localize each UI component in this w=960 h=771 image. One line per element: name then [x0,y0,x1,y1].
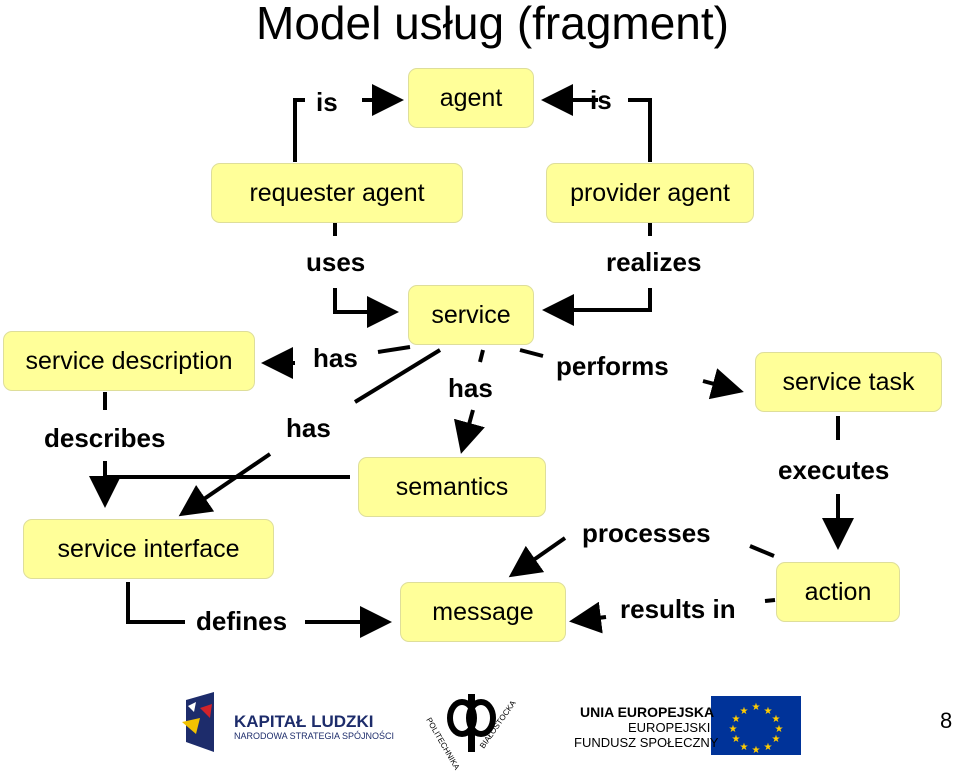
edge-performs-task [702,368,744,400]
rel-is-left: is [316,87,338,117]
rel-executes: executes [778,455,890,485]
edge-results-message [569,601,607,634]
rel-processes: processes [582,518,711,548]
rel-has-description: has [313,343,358,373]
svg-text:★: ★ [752,745,761,756]
edge-provider-is [628,98,652,162]
ue-line-2: EUROPEJSKI [628,720,711,735]
edge-iface-defines [126,582,185,624]
rel-has-semantics: has [448,373,493,403]
svg-text:★: ★ [732,734,741,745]
node-service-description: service description [3,331,255,391]
rel-describes: describes [44,423,166,453]
svg-text:★: ★ [732,714,741,725]
edge-has-sem [453,409,485,454]
edge-realizes-service [542,288,652,326]
kapital-ludzki-subtitle: NARODOWA STRATEGIA SPÓJNOŚCI [234,731,395,741]
edge-service-has-desc [377,345,411,354]
page-number: 8 [940,708,953,733]
ue-line-1: UNIA EUROPEJSKA [580,704,715,720]
svg-text:★: ★ [740,706,749,717]
rel-defines: defines [196,606,288,636]
node-action: action [776,562,900,622]
svg-text:★: ★ [764,742,773,753]
svg-text:★: ★ [740,742,749,753]
edge-action-processes [749,544,775,558]
edge-processes-message [508,536,567,578]
edge-action-results [764,598,776,603]
node-provider-agent: provider agent [546,163,754,223]
rel-has-interface: has [286,413,331,443]
kapital-ludzki-title: KAPITAŁ LUDZKI [234,712,374,731]
svg-text:★: ★ [729,724,738,735]
svg-text:★: ★ [764,706,773,717]
svg-text:★: ★ [775,724,784,735]
rel-performs: performs [556,351,669,381]
rel-realizes: realizes [606,247,702,277]
node-service-interface: service interface [23,519,274,579]
footer-logos: ★★★ ★★★ ★★★ ★★★ [182,692,801,756]
edge-service-performs [519,348,544,358]
node-agent: agent [408,68,534,128]
rel-uses: uses [306,247,366,277]
rel-is-right: is [590,85,612,115]
edge-service-has-iface [353,348,442,404]
politechnika-logo-icon [447,694,496,752]
slide-title: Model usług (fragment) [256,0,729,49]
edge-uses-service [333,288,399,328]
svg-text:★: ★ [772,734,781,745]
diagram-edges [89,84,854,638]
svg-text:★: ★ [752,702,761,713]
edge-service-has-sem [478,349,485,363]
node-requester-agent: requester agent [211,163,463,223]
kapital-ludzki-logo-icon [182,692,214,752]
edge-has-iface [178,452,272,517]
node-service: service [408,285,534,345]
ue-line-3: FUNDUSZ SPOŁECZNY [574,735,719,750]
node-semantics: semantics [358,457,546,517]
rel-results-in: results in [620,594,736,624]
node-service-task: service task [755,352,942,412]
svg-text:★: ★ [772,714,781,725]
edge-requester-is [293,98,305,162]
node-message: message [400,582,566,642]
eu-flag-icon: ★★★ ★★★ ★★★ ★★★ [711,696,801,756]
